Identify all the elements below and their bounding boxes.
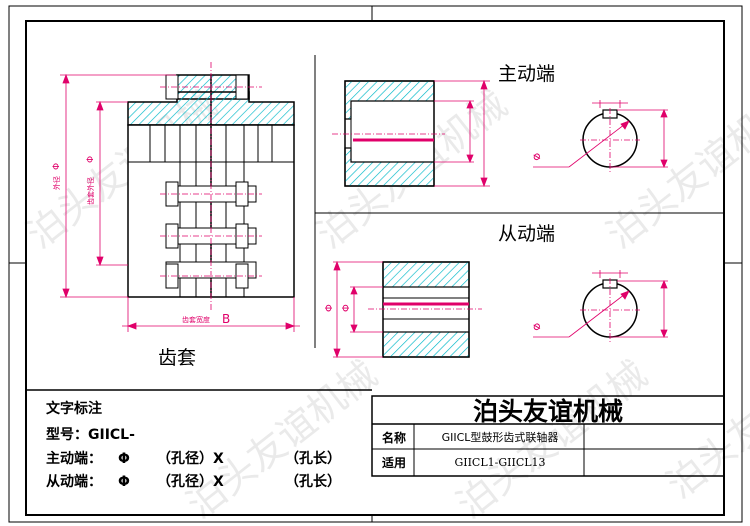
drive-end-title: 主动端	[498, 63, 555, 85]
tooth-width-label: 齿套宽度	[182, 315, 210, 324]
drawing-frame	[8, 5, 743, 523]
driven-note-label: 从动端：	[46, 473, 102, 490]
drive-bore-symbol: Φ	[531, 151, 545, 163]
watermark-text: 泊头友谊机械	[658, 332, 750, 507]
name-label: 名称	[382, 430, 406, 445]
tooth-width-symbol: B	[222, 312, 230, 326]
driven-end-title: 从动端	[498, 223, 555, 245]
driven-note-phi: Φ	[118, 474, 130, 490]
name-value: GIICL型鼓形齿式联轴器	[442, 430, 559, 444]
sleeve-section-view: 外径 Φ 齿套外径 Φ 齿套宽度 B 齿套	[52, 62, 300, 369]
driven-end-view: 从动端 Φ Φ	[324, 223, 668, 359]
driven-outer-symbol: Φ	[324, 304, 335, 312]
tooth-dia-symbol: Φ	[86, 156, 96, 163]
applies-value: GIICL1-GIICL13	[454, 456, 545, 469]
watermark-text: 泊头友谊机械	[598, 82, 750, 257]
drive-note-bore: （孔径）X	[157, 450, 224, 467]
drive-note-length: （孔长）	[285, 450, 341, 467]
model-line: 型号：GIICL-	[46, 426, 135, 443]
driven-bore-symbol-left: Φ	[341, 304, 352, 312]
applies-label: 适用	[382, 455, 406, 470]
notes-block: 文字标注 型号：GIICL- 主动端： Φ （孔径）X （孔长） 从动端： Φ …	[26, 389, 372, 490]
watermark-text: 泊头友谊机械	[178, 352, 385, 526]
drive-end-view: 主动端	[332, 63, 668, 188]
sleeve-caption: 齿套	[158, 347, 196, 369]
outer-dia-symbol: Φ	[52, 163, 62, 170]
notes-heading: 文字标注	[46, 400, 102, 417]
drive-note-label: 主动端：	[46, 450, 102, 467]
tooth-dia-label: 齿套外径	[86, 177, 95, 205]
driven-bore-symbol: Φ	[531, 321, 545, 333]
company-name: 泊头友谊机械	[473, 397, 623, 426]
title-block: 泊头友谊机械 名称 GIICL型鼓形齿式联轴器 适用 GIICL1-GIICL1…	[371, 395, 725, 477]
drive-note-phi: Φ	[118, 451, 130, 467]
driven-note-bore: （孔径）X	[157, 473, 224, 490]
driven-note-length: （孔长）	[285, 473, 341, 490]
outer-dia-label: 外径	[52, 176, 61, 190]
